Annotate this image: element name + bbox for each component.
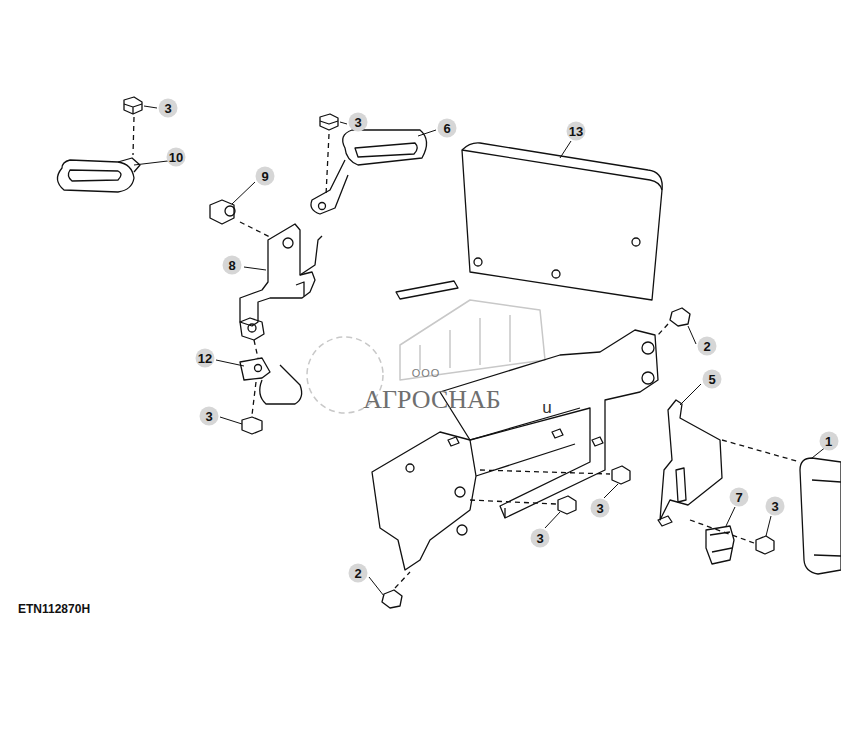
- callout-number: 3: [159, 99, 178, 118]
- callout-number: 2: [349, 564, 368, 583]
- strap: [240, 358, 270, 380]
- callout-number: 9: [256, 167, 275, 186]
- grommet: [706, 526, 734, 564]
- callout-number: 3: [349, 113, 368, 132]
- callout-number: 5: [703, 370, 722, 389]
- callout-number: 7: [730, 488, 749, 507]
- callout-number: 3: [591, 499, 610, 518]
- callout-number: 10: [167, 148, 186, 167]
- callout-number: 1: [819, 432, 838, 451]
- bracket: [660, 400, 722, 520]
- callout-number: 8: [223, 256, 242, 275]
- watermark-text: АГРОСНАБ: [363, 385, 501, 415]
- frame-bracket: [440, 330, 658, 518]
- watermark-text: ООО: [412, 367, 441, 379]
- callout-number: 3: [766, 497, 785, 516]
- callout-number: 2: [698, 337, 717, 356]
- support: [372, 432, 476, 570]
- callout-number: 13: [567, 122, 586, 141]
- figure-reference: ETN112870H: [18, 602, 90, 616]
- callout-number: 3: [531, 529, 550, 548]
- bracket: [240, 224, 315, 326]
- nut: [124, 97, 142, 114]
- strap: [57, 160, 134, 192]
- nut: [210, 200, 234, 224]
- shield: [462, 143, 662, 300]
- callout-number: 3: [200, 407, 219, 426]
- strap: [343, 130, 427, 165]
- watermark-text: u: [542, 398, 551, 418]
- callout-number: 12: [196, 349, 215, 368]
- callout-number: 6: [438, 119, 457, 138]
- strap: [800, 458, 841, 574]
